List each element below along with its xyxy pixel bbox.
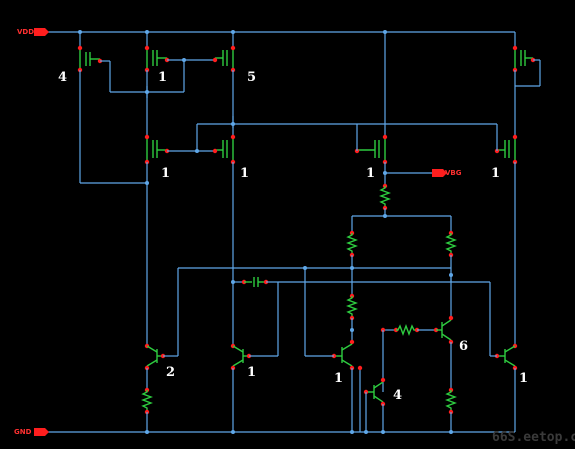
label-m4: 4 (58, 70, 67, 85)
label-m1b: 1 (161, 166, 170, 181)
gnd-port: GND (14, 428, 49, 436)
npn-q4 (363, 377, 386, 432)
label-q1b: 1 (334, 371, 343, 386)
resistor-r-right (445, 216, 457, 318)
junction-dots (78, 30, 453, 434)
label-m1e: 1 (491, 166, 500, 181)
vdd-label: VDD (17, 28, 34, 36)
pmos-m1d (354, 32, 388, 186)
pmos-right-top (512, 32, 541, 135)
resistor-re-q2 (141, 387, 153, 432)
label-q6: 6 (459, 339, 468, 354)
resistor-re-q6 (445, 387, 457, 432)
label-q4: 4 (393, 388, 402, 403)
pmos-m4 (77, 32, 111, 183)
label-m1a: 1 (158, 70, 167, 85)
pmos-m1a (110, 32, 215, 135)
pmos-m1b (80, 134, 215, 348)
npn-q1c (490, 343, 518, 432)
npn-q2 (144, 343, 178, 388)
bias-wires (177, 266, 491, 356)
gnd-label: GND (14, 428, 32, 436)
vbg-port: VBG (432, 169, 462, 177)
watermark: 66S.eetop.cn (492, 430, 575, 445)
pmos-m1e (494, 124, 518, 346)
npn-q1a (230, 343, 278, 432)
vbg-label: VBG (445, 169, 462, 177)
label-m1c: 1 (240, 166, 249, 181)
npn-q6 (433, 315, 454, 388)
label-q1a: 1 (247, 365, 256, 380)
npn-q1b (305, 339, 363, 432)
resistor-r-mid-left (346, 293, 358, 340)
capacitor-c1 (241, 277, 278, 287)
label-q2: 2 (166, 365, 175, 380)
resistor-r-top (352, 183, 451, 217)
vdd-port: VDD (17, 28, 49, 36)
vbg-node (383, 171, 432, 175)
label-q1c: 1 (519, 371, 528, 386)
label-m5: 5 (247, 70, 256, 85)
label-m1d: 1 (366, 166, 375, 181)
resistor-r-left (346, 216, 358, 294)
resistor-r-horizontal (380, 324, 436, 392)
pmos-m5 (212, 32, 236, 135)
